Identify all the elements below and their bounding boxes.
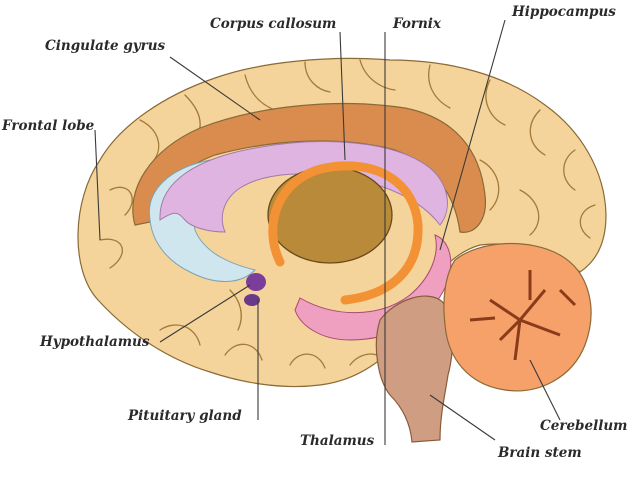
thalamus <box>267 166 393 264</box>
corpus-callosum <box>159 141 448 233</box>
label-fornix: Fornix <box>392 16 442 32</box>
label-frontal-lobe: Frontal lobe <box>1 118 95 134</box>
fornix <box>268 161 423 305</box>
label-cerebellum: Cerebellum <box>540 418 627 434</box>
cingulate-gyrus <box>132 103 487 233</box>
label-cingulate-gyrus: Cingulate gyrus <box>45 38 166 54</box>
pituitary-gland <box>244 294 260 306</box>
leader-lines <box>94 19 561 445</box>
label-hypothalamus: Hypothalamus <box>39 334 150 350</box>
label-hippocampus: Hippocampus <box>511 4 616 20</box>
label-pituitary-gland: Pituitary gland <box>127 408 242 424</box>
brain-stem <box>375 295 454 443</box>
cerebellum <box>443 242 592 392</box>
hypothalamus <box>246 273 266 291</box>
label-corpus-callosum: Corpus callosum <box>210 16 336 32</box>
label-brain-stem: Brain stem <box>497 445 582 461</box>
label-thalamus: Thalamus <box>300 433 375 449</box>
